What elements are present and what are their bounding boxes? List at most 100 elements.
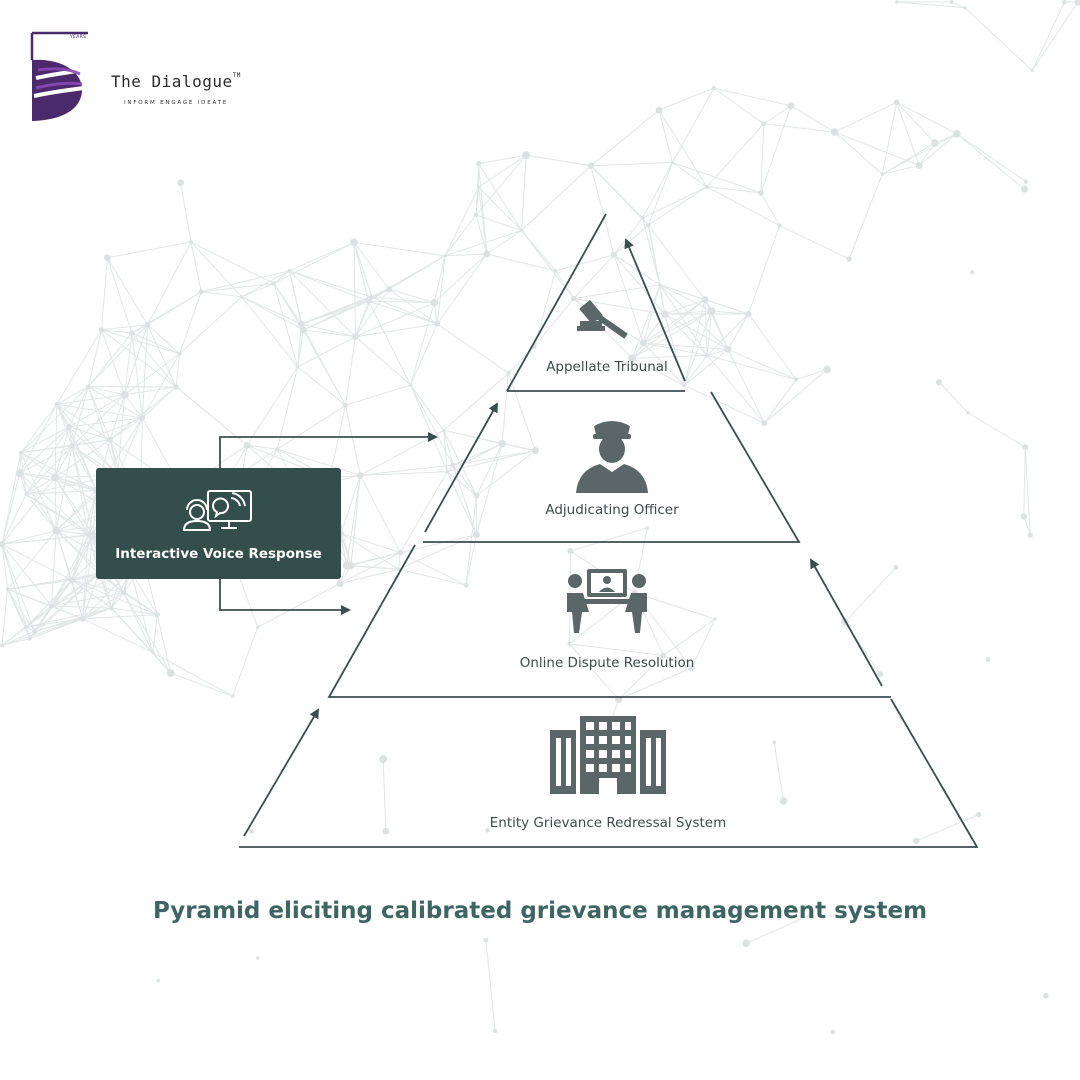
network-link <box>109 386 177 441</box>
network-link <box>241 296 299 368</box>
network-link <box>101 329 177 388</box>
network-link <box>82 534 94 619</box>
diagram-caption: Pyramid eliciting calibrated grievance m… <box>152 898 928 924</box>
network-node <box>297 320 305 328</box>
network-node <box>299 326 307 334</box>
network-node <box>571 295 577 302</box>
logo-years-badge: YEARS <box>70 35 87 40</box>
network-link <box>918 133 958 166</box>
network-link <box>101 329 132 334</box>
network-node <box>476 161 482 167</box>
network-link <box>329 405 347 479</box>
network-link <box>20 403 58 453</box>
network-link <box>834 101 897 133</box>
network-link <box>340 475 361 534</box>
network-link <box>350 475 361 566</box>
network-node <box>89 531 97 539</box>
network-node <box>1062 0 1067 5</box>
network-link <box>71 573 99 581</box>
network-node <box>79 615 86 622</box>
network-link <box>452 450 536 466</box>
network-node <box>230 694 235 698</box>
logo-five-mark <box>30 31 88 121</box>
network-link <box>727 349 765 424</box>
network-link <box>486 230 522 255</box>
network-node <box>670 161 674 165</box>
brand-tagline: INFORM ENGAGE IDEATE <box>124 100 229 106</box>
ivr-connector-top <box>219 432 438 468</box>
network-link <box>706 355 765 424</box>
network-node <box>893 99 900 106</box>
network-node <box>369 294 375 300</box>
network-link <box>124 353 180 396</box>
network-node <box>963 6 967 10</box>
network-node <box>445 470 449 474</box>
network-node <box>567 641 572 646</box>
network-link <box>388 288 438 325</box>
tier-label-adjudicating: Adjudicating Officer <box>545 502 679 518</box>
network-link <box>345 336 356 406</box>
network-link <box>156 614 172 674</box>
network-link <box>1 477 56 545</box>
network-link <box>354 241 446 257</box>
network-link <box>465 534 477 586</box>
network-node <box>477 185 481 189</box>
network-link <box>618 655 664 700</box>
network-link <box>71 439 111 447</box>
network-link <box>56 404 73 447</box>
network-link <box>478 163 522 231</box>
network-node <box>628 354 637 363</box>
network-link <box>68 386 89 427</box>
network-node <box>880 172 884 176</box>
network-node <box>519 228 524 233</box>
network-link <box>273 270 290 284</box>
network-link <box>1 638 30 646</box>
network-node <box>350 238 358 247</box>
network-link <box>124 324 149 395</box>
network-link <box>87 386 119 476</box>
network-node <box>985 657 991 663</box>
brand-logo: YEARS The DialogueTM INFORM ENGAGE IDEAT… <box>26 30 256 125</box>
network-link <box>1023 447 1026 517</box>
network-link <box>353 242 373 298</box>
network-node <box>1022 444 1029 451</box>
network-node <box>66 423 73 430</box>
network-link <box>573 254 615 299</box>
network-link <box>26 573 100 628</box>
network-link <box>346 475 361 566</box>
brand-name-text: The Dialogue <box>111 72 233 91</box>
network-link <box>1 589 9 646</box>
network-node <box>772 740 777 745</box>
network-link <box>71 490 97 581</box>
network-link <box>131 332 143 418</box>
network-node <box>154 612 160 618</box>
network-node <box>86 384 91 389</box>
network-link <box>444 229 522 257</box>
network-link <box>124 386 177 396</box>
network-link <box>658 87 714 111</box>
network-link <box>526 154 591 167</box>
network-link <box>410 302 435 386</box>
network-link <box>590 165 643 219</box>
network-link <box>476 443 503 496</box>
network-node <box>646 222 651 228</box>
network-node <box>936 379 943 386</box>
network-link <box>501 443 536 452</box>
network-link <box>642 162 673 219</box>
network-link <box>56 394 125 405</box>
network-node <box>893 564 899 570</box>
network-node <box>408 383 413 387</box>
network-link <box>111 607 154 653</box>
network-node <box>682 383 686 388</box>
network-link <box>19 472 57 531</box>
network-node <box>688 664 695 672</box>
network-link <box>303 329 356 338</box>
network-link <box>634 592 716 620</box>
network-link <box>475 214 522 231</box>
network-node <box>724 345 732 353</box>
network-link <box>51 605 112 609</box>
network-link <box>142 386 177 419</box>
network-link <box>410 384 448 472</box>
network-link <box>175 386 248 446</box>
